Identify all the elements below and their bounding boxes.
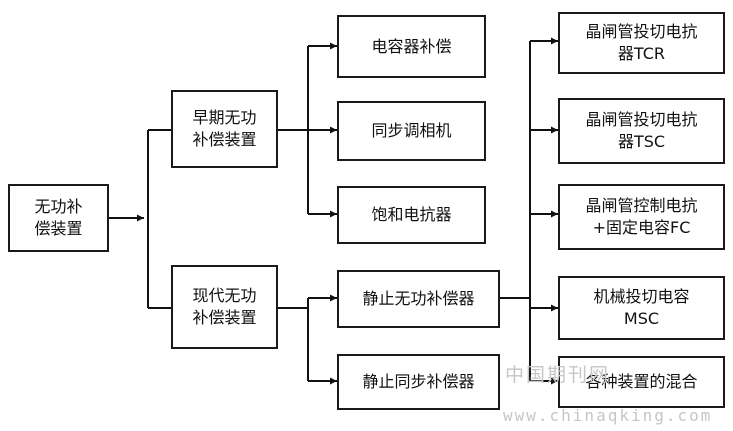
tsc-node: 晶闸管投切电抗 器TSC xyxy=(558,98,725,164)
msc-node: 机械投切电容 MSC xyxy=(558,276,725,340)
watermark-url: www.chinaqking.com xyxy=(503,406,713,425)
static-var-compensator-node: 静止无功补偿器 xyxy=(337,270,500,328)
early-compensation-node: 早期无功 补偿装置 xyxy=(171,90,278,168)
hybrid-node: 各种装置的混合 xyxy=(558,356,725,408)
static-synchronous-compensator-node: 静止同步补偿器 xyxy=(337,354,500,410)
watermark-cn: 中国期刊网 xyxy=(505,364,611,386)
tcr-node: 晶闸管投切电抗 器TCR xyxy=(558,12,725,74)
tcr-fc-node: 晶闸管控制电抗 +固定电容FC xyxy=(558,184,725,250)
saturable-reactor-node: 饱和电抗器 xyxy=(337,186,486,244)
synchronous-condenser-node: 同步调相机 xyxy=(337,101,486,161)
capacitor-compensation-node: 电容器补偿 xyxy=(337,15,486,78)
modern-compensation-node: 现代无功 补偿装置 xyxy=(171,265,278,349)
root-node: 无功补 偿装置 xyxy=(8,184,109,252)
